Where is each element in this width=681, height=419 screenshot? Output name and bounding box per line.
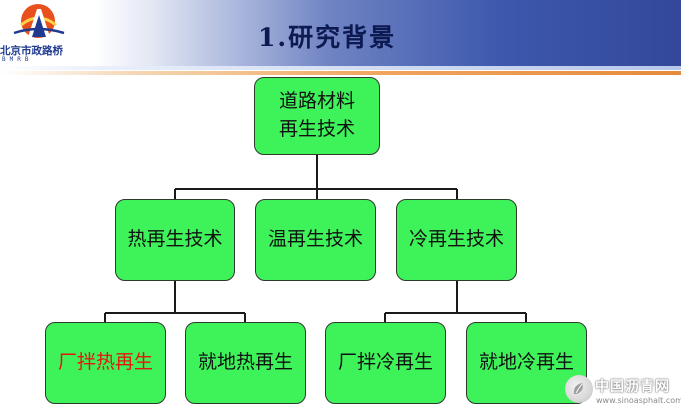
node-root-line1: 道路材料 — [278, 90, 355, 113]
slide-header: 北京市政路桥 BMRB 1.研究背景 — [0, 0, 681, 66]
logo-text-en: BMRB — [2, 56, 33, 63]
header-stripe-orange — [0, 71, 681, 75]
node-in-place-hot-recycling: 就地热再生 — [185, 322, 306, 404]
leaf-circle-icon — [565, 375, 593, 403]
node-plant-hot-recycling: 厂拌热再生 — [45, 322, 166, 404]
watermark-text-en: www.sinoasphalt.com — [596, 396, 681, 405]
slide-title: 1.研究背景 — [258, 23, 397, 52]
watermark-text-cn: 中国沥青网 — [595, 379, 670, 395]
node-warm-recycling: 温再生技术 — [255, 199, 376, 281]
node-plant-cold-recycling: 厂拌冷再生 — [325, 322, 446, 404]
bmrb-logo-icon — [13, 4, 65, 38]
node-root-line2: 再生技术 — [278, 118, 355, 140]
node-road-material-recycling: 道路材料 再生技术 — [254, 77, 380, 155]
watermark: 中国沥青网 www.sinoasphalt.com — [562, 372, 681, 412]
logo-text-cn: 北京市政路桥 — [0, 45, 63, 57]
header-stripe-blue — [0, 66, 681, 70]
node-cold-recycling: 冷再生技术 — [396, 199, 517, 281]
node-hot-recycling: 热再生技术 — [115, 199, 235, 281]
